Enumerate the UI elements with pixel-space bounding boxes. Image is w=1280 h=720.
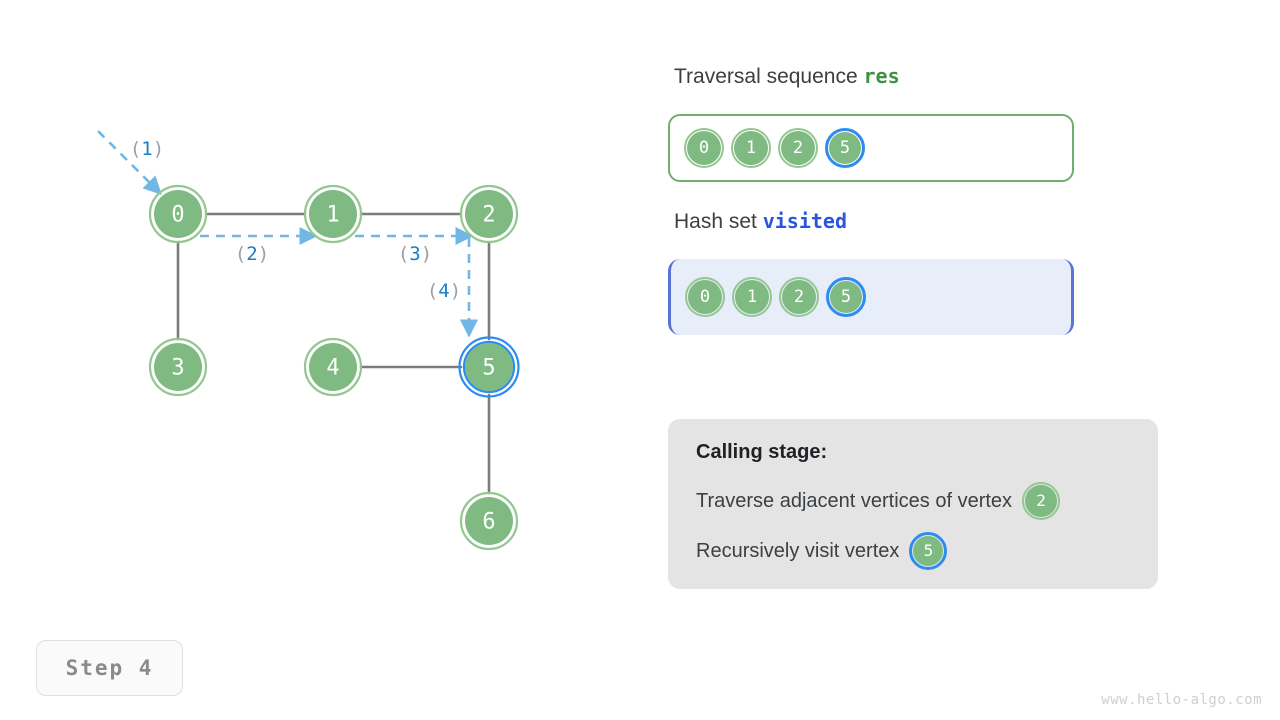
chip-ring bbox=[826, 277, 866, 317]
chip-ring bbox=[1022, 482, 1061, 520]
watermark: www.hello-algo.com bbox=[1101, 692, 1262, 708]
chip-label: 1 bbox=[746, 286, 758, 307]
calling-stage-line-text: Recursively visit vertex bbox=[696, 539, 900, 562]
visited-variable-name: visited bbox=[762, 209, 848, 233]
graph-node-6[interactable]: 6 bbox=[459, 491, 519, 551]
graph-step-arrows bbox=[97, 130, 479, 338]
res-chip-2: 2 bbox=[778, 128, 818, 168]
chip-label: 0 bbox=[698, 137, 710, 158]
res-variable-name: res bbox=[863, 64, 900, 88]
graph-nodes: 0 1 2 3 4 5 6 bbox=[148, 184, 520, 551]
visited-chip-2: 2 bbox=[779, 277, 819, 317]
graph-node-label-1: 1 bbox=[326, 203, 339, 228]
graph-panel: 0 1 2 3 4 5 6 (1) (2) (3) (4) bbox=[0, 0, 640, 620]
graph-node-label-5: 5 bbox=[482, 356, 495, 381]
chip-label: 2 bbox=[1036, 491, 1046, 510]
chip-label: 5 bbox=[839, 137, 851, 158]
graph-svg: 0 1 2 3 4 5 6 (1) (2) (3) (4) bbox=[97, 130, 520, 551]
traversal-sequence-box: 0 1 2 5 bbox=[668, 114, 1074, 182]
chip-ring bbox=[684, 128, 724, 168]
calling-stage-line-1: Traverse adjacent vertices of vertex 2 bbox=[696, 482, 1130, 520]
res-chip-5: 5 bbox=[825, 128, 865, 168]
step-arrow-label-4: (4) bbox=[427, 280, 461, 302]
chip-ring bbox=[909, 532, 948, 570]
graph-step-labels: (1) (2) (3) (4) bbox=[130, 138, 461, 302]
graph-node-label-4: 4 bbox=[326, 356, 339, 381]
graph-node-2[interactable]: 2 bbox=[459, 184, 519, 244]
calling-stage-panel: Calling stage: Traverse adjacent vertice… bbox=[668, 419, 1158, 589]
chip-label: 5 bbox=[923, 541, 934, 560]
chip-label: 2 bbox=[792, 137, 804, 158]
visited-caption-text: Hash set bbox=[674, 210, 763, 233]
chip-label: 5 bbox=[840, 286, 852, 307]
graph-node-5[interactable]: 5 bbox=[458, 336, 520, 398]
graph-node-1[interactable]: 1 bbox=[303, 184, 363, 244]
right-column: Traversal sequence res 0 1 2 5 Hash set vis… bbox=[668, 0, 1280, 720]
chip-ring bbox=[779, 277, 819, 317]
hash-set-box: 0 1 2 5 bbox=[668, 259, 1074, 335]
res-chip-0: 0 bbox=[684, 128, 724, 168]
graph-node-0[interactable]: 0 bbox=[148, 184, 208, 244]
graph-node-4[interactable]: 4 bbox=[303, 337, 363, 397]
chip-ring bbox=[731, 128, 771, 168]
graph-node-3[interactable]: 3 bbox=[148, 337, 208, 397]
res-chip-1: 1 bbox=[731, 128, 771, 168]
chip-label: 1 bbox=[745, 137, 757, 158]
visited-caption: Hash set visited bbox=[674, 209, 847, 234]
calling-stage-title: Calling stage: bbox=[696, 441, 828, 463]
graph-node-label-6: 6 bbox=[482, 510, 495, 535]
graph-node-label-2: 2 bbox=[482, 203, 495, 228]
hash-set-items: 0 1 2 5 bbox=[685, 277, 866, 317]
visited-chip-5: 5 bbox=[826, 277, 866, 317]
visited-chip-0: 0 bbox=[685, 277, 725, 317]
chip-ring bbox=[732, 277, 772, 317]
step-arrow-label-2: (2) bbox=[235, 243, 269, 265]
calling-stage-chip-2: 2 bbox=[1022, 482, 1061, 520]
step-arrow-label-1: (1) bbox=[130, 138, 164, 160]
graph-edges bbox=[176, 212, 491, 495]
chip-ring bbox=[825, 128, 865, 168]
chip-label: 2 bbox=[793, 286, 805, 307]
visited-chip-1: 1 bbox=[732, 277, 772, 317]
graph-node-label-3: 3 bbox=[171, 356, 184, 381]
step-badge: Step 4 bbox=[36, 640, 183, 696]
res-caption-text: Traversal sequence bbox=[674, 65, 864, 88]
calling-stage-line-text: Traverse adjacent vertices of vertex bbox=[696, 489, 1013, 512]
graph-node-label-0: 0 bbox=[171, 203, 184, 228]
chip-ring bbox=[685, 277, 725, 317]
calling-stage-line-2: Recursively visit vertex 5 bbox=[696, 532, 1130, 570]
res-caption: Traversal sequence res bbox=[674, 64, 900, 89]
calling-stage-chip-5: 5 bbox=[909, 532, 948, 570]
step-arrow-label-3: (3) bbox=[398, 243, 432, 265]
chip-label: 0 bbox=[699, 286, 711, 307]
traversal-sequence-items: 0 1 2 5 bbox=[684, 128, 865, 168]
chip-ring bbox=[778, 128, 818, 168]
